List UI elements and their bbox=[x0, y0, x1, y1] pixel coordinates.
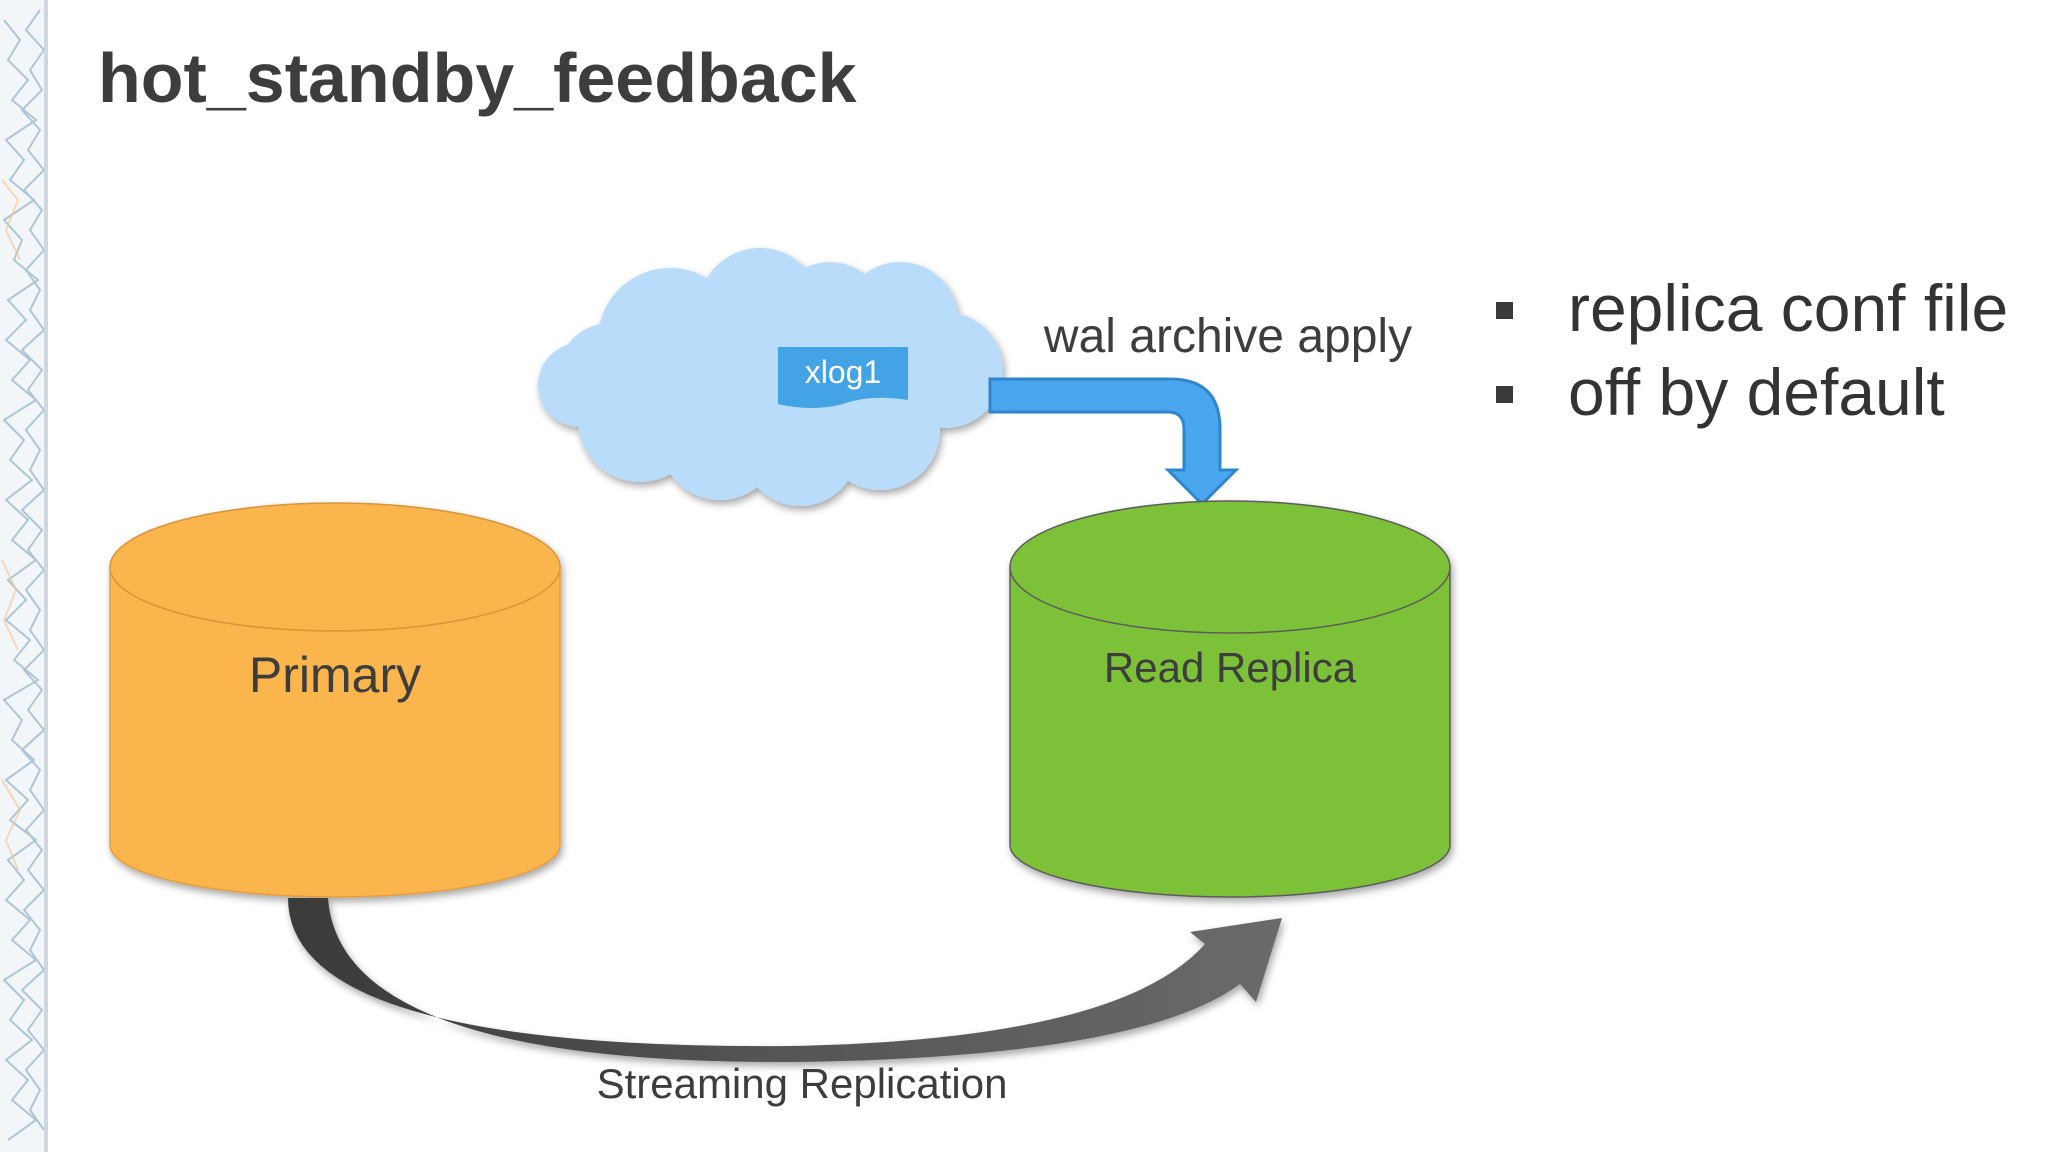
streaming-replication-arrow bbox=[288, 898, 1282, 1063]
wal-cloud bbox=[538, 248, 1003, 506]
streaming-replication-label: Streaming Replication bbox=[597, 1060, 1008, 1107]
primary-label: Primary bbox=[249, 647, 421, 703]
read-replica-label: Read Replica bbox=[1104, 644, 1357, 691]
wal-apply-label: wal archive apply bbox=[1043, 310, 1412, 363]
square-bullet-icon bbox=[1496, 386, 1513, 403]
wal-apply-arrow bbox=[988, 377, 1240, 507]
bullet-text: replica conf file bbox=[1568, 271, 2009, 345]
primary-database bbox=[109, 502, 561, 898]
read-replica-database bbox=[1009, 500, 1451, 898]
xlog-tag bbox=[778, 347, 908, 408]
bullet-text: off by default bbox=[1568, 355, 1945, 429]
xlog-label: xlog1 bbox=[805, 354, 882, 390]
square-bullet-icon bbox=[1496, 302, 1513, 319]
decorative-side-pattern bbox=[0, 0, 48, 1152]
slide-title: hot_standby_feedback bbox=[98, 39, 857, 117]
